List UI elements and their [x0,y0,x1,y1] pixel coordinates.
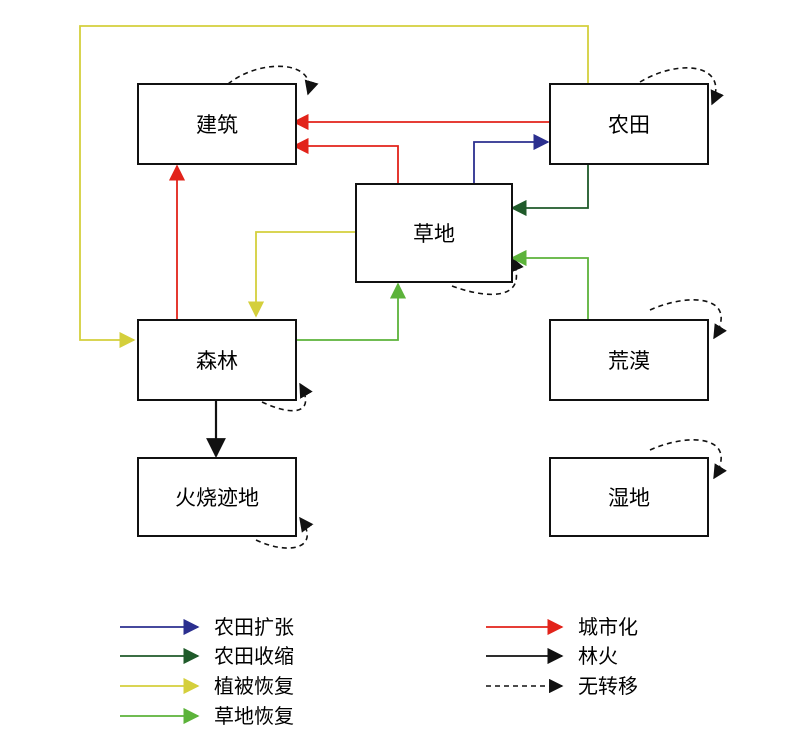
edges-farmland-shrink [510,164,589,217]
svg-text:农田扩张: 农田扩张 [214,615,294,639]
self-loop-farmland [639,67,724,106]
self-loop-forest [261,382,313,412]
node-forest-label: 森林 [196,349,238,373]
edges-urbanization [168,113,550,320]
self-loop-desert [649,299,727,340]
legend-grassland-recovery: 草地恢复 [120,704,294,728]
node-forest: 森林 [137,319,297,401]
edge-grassland-to-building [292,137,399,184]
edges-farmland-expansion [473,133,550,184]
edge-farmland-to-grassland [510,164,589,217]
self-loops [227,65,727,549]
edge-forest-to-grassland [296,282,407,341]
legend-forest-fire: 林火 [486,644,618,668]
node-desert: 荒漠 [549,319,709,401]
self-loop-burned [255,516,314,549]
self-loop-grassland [451,256,524,296]
edge-grassland-to-forest [247,231,356,318]
svg-text:无转移: 无转移 [578,674,638,698]
node-farmland-label: 农田 [608,113,650,137]
svg-text:农田收缩: 农田收缩 [214,644,294,668]
legend-no-transfer: 无转移 [486,674,638,698]
node-grassland-label: 草地 [413,222,455,246]
node-burned: 火烧迹地 [137,457,297,537]
node-burned-label: 火烧迹地 [175,486,259,510]
edges-grassland-recovery [296,249,589,341]
node-desert-label: 荒漠 [608,349,650,373]
node-farmland: 农田 [549,83,709,165]
node-building: 建筑 [137,83,297,165]
svg-text:草地恢复: 草地恢复 [214,704,294,728]
svg-text:植被恢复: 植被恢复 [214,674,294,698]
legend: 农田扩张 农田收缩 植被恢复 草地恢复 城市化 林火 无转移 [120,615,638,728]
edge-farmland-to-forest [79,25,589,349]
node-building-label: 建筑 [196,113,238,137]
legend-vegetation-recovery: 植被恢复 [120,674,294,698]
edge-grassland-to-farmland [473,133,550,184]
self-loop-building [227,65,319,96]
svg-text:林火: 林火 [578,644,618,668]
svg-text:城市化: 城市化 [578,615,638,639]
legend-farmland-expansion: 农田扩张 [120,615,294,639]
legend-farmland-shrink: 农田收缩 [120,644,294,668]
edge-desert-to-grassland [510,249,589,320]
self-loop-wetland [649,439,727,480]
node-wetland-label: 湿地 [608,486,650,510]
edges-vegetation-recovery [79,25,589,349]
legend-urbanization: 城市化 [486,615,638,639]
node-wetland: 湿地 [549,457,709,537]
node-grassland: 草地 [355,183,513,283]
